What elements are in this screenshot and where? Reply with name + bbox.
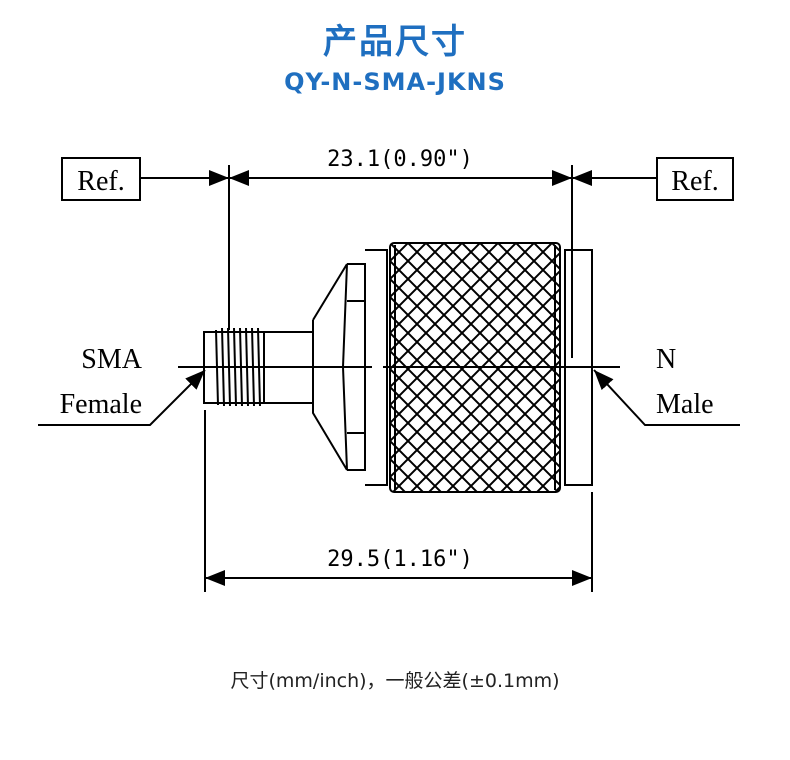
female-label: Female (60, 389, 142, 420)
ref-label-left: Ref. (77, 166, 124, 197)
cone (312, 263, 348, 471)
dimension-top-label: 23.1(0.90") (327, 147, 473, 172)
leader-left (38, 369, 206, 426)
ref-label-right: Ref. (671, 166, 718, 197)
leader-right (593, 369, 740, 426)
flange (365, 249, 388, 486)
n-label: N (656, 344, 676, 375)
ref-box-left (61, 157, 141, 201)
knurled-coupling-nut (389, 242, 561, 493)
page-title: 产品尺寸 (323, 22, 467, 62)
sma-thread (215, 327, 261, 407)
hex-nut (347, 263, 366, 471)
n-male-end (564, 249, 593, 486)
tolerance-note: 尺寸(mm/inch)，一般公差(±0.1mm) (230, 670, 560, 692)
model-number: QY-N-SMA-JKNS (284, 68, 506, 96)
ref-box-right (656, 157, 734, 201)
male-label: Male (656, 389, 714, 420)
sma-label: SMA (81, 344, 142, 375)
dimension-bottom-label: 29.5(1.16") (327, 547, 473, 572)
